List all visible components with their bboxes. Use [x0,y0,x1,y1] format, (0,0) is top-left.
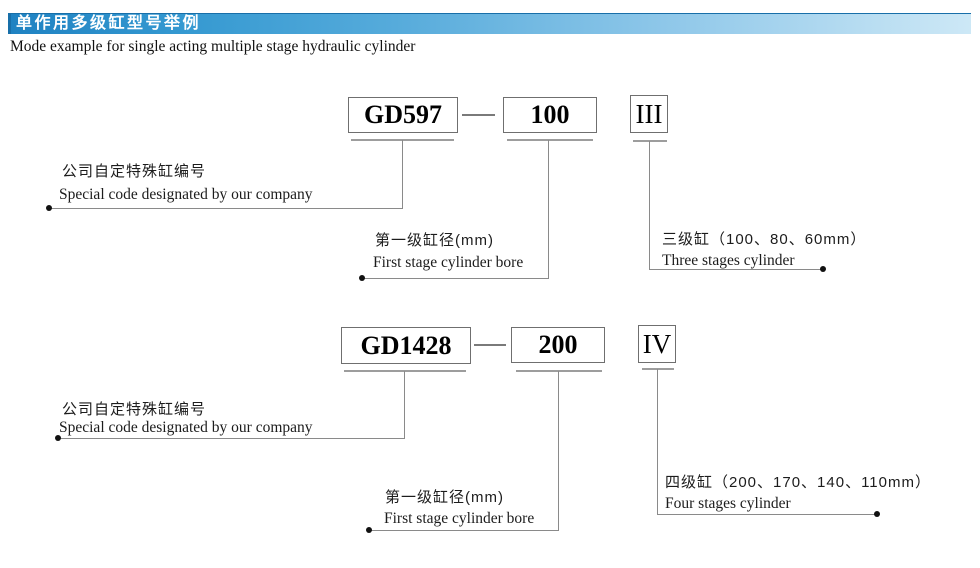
code-separator-line [462,114,495,116]
callout-line [657,514,877,515]
section-subtitle-en: Mode example for single acting multiple … [10,38,416,55]
label-stages-zh: 四级缸（200、170、140、110mm） [665,474,931,491]
callout-line [362,278,549,279]
label-first-stage-en: First stage cylinder bore [373,254,524,271]
bracket-line [344,370,466,372]
label-stages-zh: 三级缸（100、80、60mm） [662,231,867,248]
bracket-line [516,370,602,372]
bracket-line [642,368,674,370]
label-special-code-zh: 公司自定特殊缸编号 [62,401,207,418]
code-box-stage-numeral: III [630,95,668,133]
section-title-bar: 单作用多级缸型号举例 [8,13,971,34]
callout-line [548,140,549,279]
code-box-prefix: GD597 [348,97,458,133]
label-first-stage-zh: 第一级缸径(mm) [375,232,494,249]
callout-line [649,269,824,270]
callout-line [558,371,559,531]
callout-dot [874,511,880,517]
callout-line [404,371,405,438]
callout-line [58,438,405,439]
callout-dot [55,435,61,441]
callout-line [369,530,559,531]
callout-line [49,208,403,209]
bracket-line [633,140,667,142]
callout-dot [46,205,52,211]
label-special-code-en: Special code designated by our company [59,186,313,203]
label-first-stage-zh: 第一级缸径(mm) [385,489,504,506]
bracket-line [507,139,593,141]
section-title-zh: 单作用多级缸型号举例 [16,15,202,32]
callout-dot [359,275,365,281]
callout-line [402,140,403,208]
label-special-code-zh: 公司自定特殊缸编号 [62,163,207,180]
code-box-bore: 200 [511,327,605,363]
code-box-prefix: GD1428 [341,327,471,364]
label-stages-en: Four stages cylinder [665,495,791,512]
code-separator-line [474,344,506,346]
callout-dot [820,266,826,272]
callout-line [649,141,650,270]
label-special-code-en: Special code designated by our company [59,419,313,436]
code-box-bore: 100 [503,97,597,133]
label-first-stage-en: First stage cylinder bore [384,510,535,527]
label-stages-en: Three stages cylinder [662,252,795,269]
callout-line [657,369,658,515]
callout-dot [366,527,372,533]
code-box-stage-numeral: IV [638,325,676,363]
